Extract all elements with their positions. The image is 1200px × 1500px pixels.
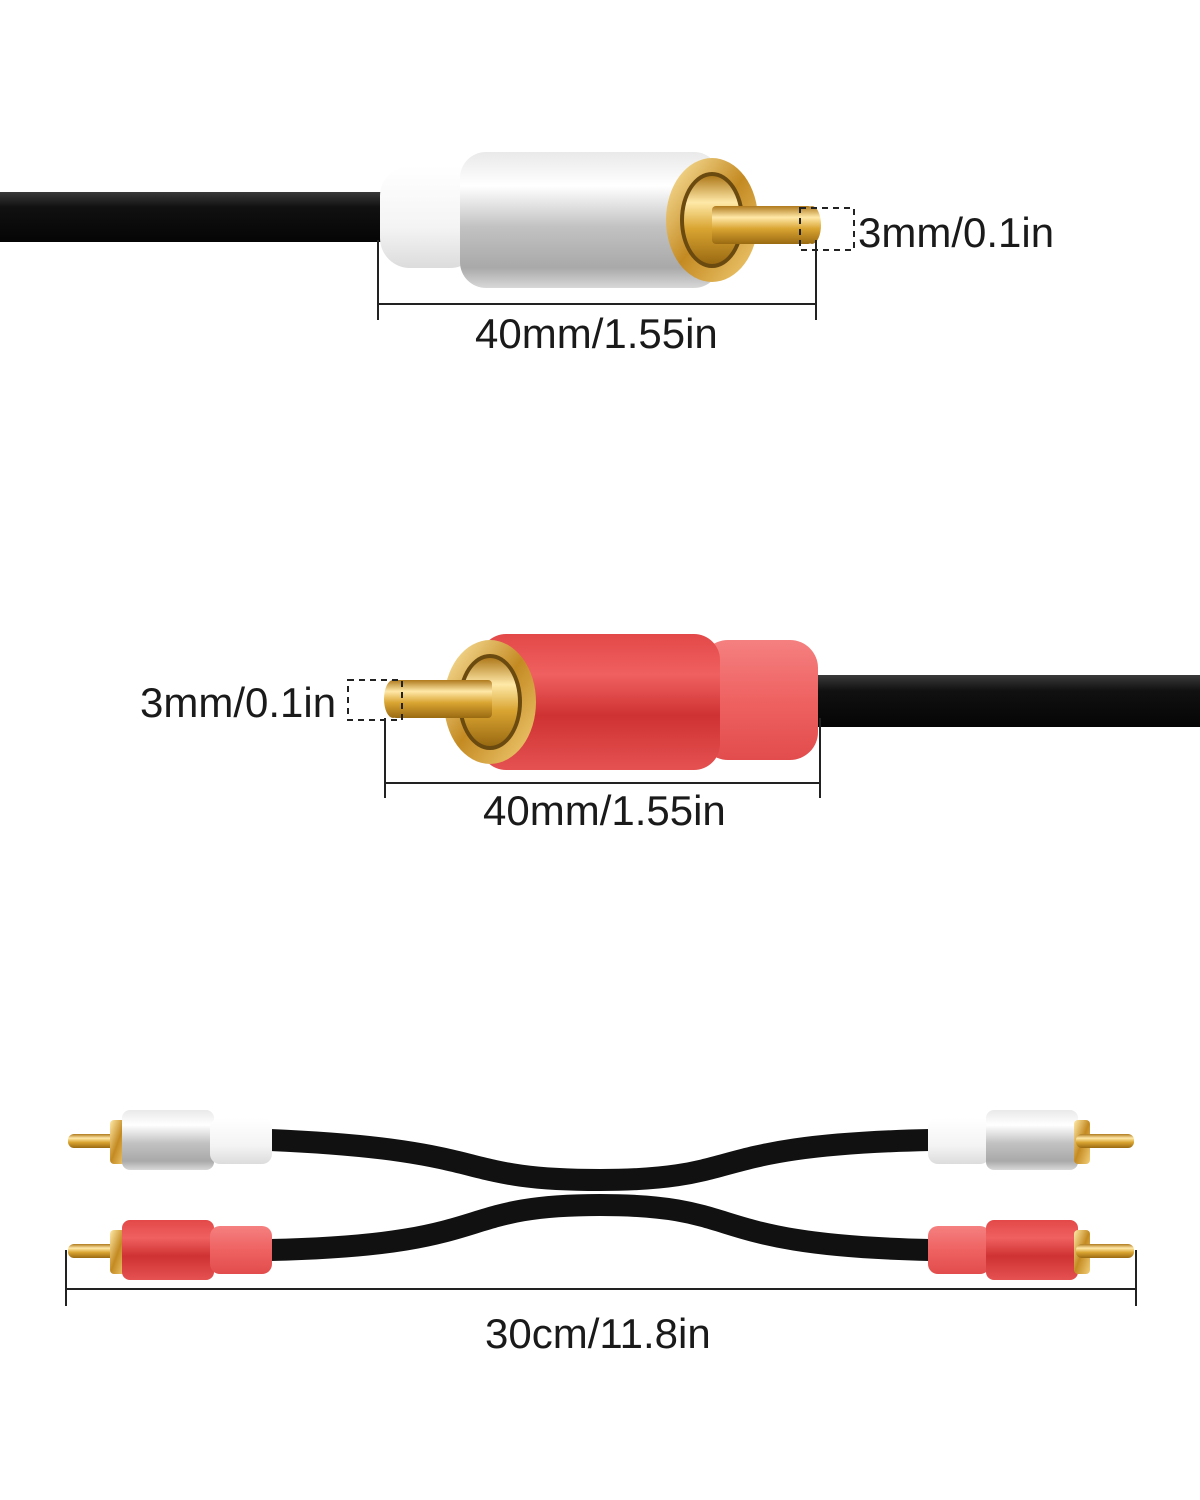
top-pin-tip bbox=[803, 206, 821, 244]
right-red-plug bbox=[928, 1220, 1134, 1280]
middle-tip-dashed-box bbox=[347, 679, 403, 721]
top-cable bbox=[0, 192, 395, 242]
top-tip-dimension-label: 3mm/0.1in bbox=[858, 209, 1055, 256]
top-white-connector bbox=[0, 152, 855, 320]
middle-red-connector bbox=[347, 634, 1200, 798]
total-length-dimension-label: 30cm/11.8in bbox=[485, 1310, 711, 1357]
cable-lower bbox=[259, 1193, 941, 1261]
top-length-dimension-line bbox=[377, 240, 817, 320]
top-boot bbox=[380, 166, 480, 268]
middle-tip-dimension-label: 3mm/0.1in bbox=[140, 679, 337, 726]
top-length-dimension-label: 40mm/1.55in bbox=[475, 310, 718, 357]
cable-upper bbox=[259, 1129, 941, 1192]
left-red-plug bbox=[68, 1220, 272, 1280]
middle-boot bbox=[700, 640, 818, 760]
middle-length-dimension-label: 40mm/1.55in bbox=[483, 787, 726, 834]
right-white-plug bbox=[928, 1110, 1134, 1170]
middle-cable bbox=[800, 675, 1200, 727]
full-cable-assembly bbox=[65, 1110, 1137, 1306]
middle-length-dimension-line bbox=[384, 718, 821, 798]
middle-pin-tip bbox=[384, 680, 402, 718]
top-housing bbox=[460, 152, 720, 288]
top-tip-dashed-box bbox=[799, 207, 855, 251]
middle-housing bbox=[480, 634, 720, 770]
left-white-plug bbox=[68, 1110, 272, 1170]
middle-pin bbox=[392, 680, 492, 718]
total-length-dimension-line bbox=[65, 1250, 1137, 1306]
top-pin bbox=[712, 206, 812, 244]
